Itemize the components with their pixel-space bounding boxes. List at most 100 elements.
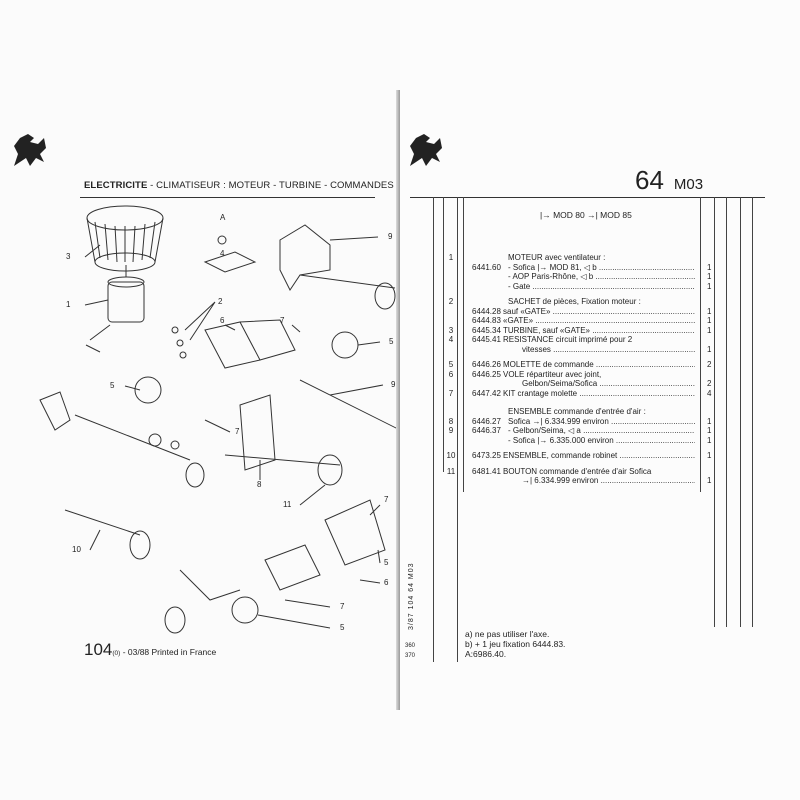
table-column-3 bbox=[740, 197, 741, 627]
callout-4: 4 bbox=[220, 249, 225, 258]
margin-rule bbox=[433, 197, 434, 662]
note-a: a) ne pas utiliser l'axe. bbox=[465, 629, 550, 639]
part-reference: 6446.25 bbox=[472, 369, 501, 379]
turbine-drawing bbox=[86, 205, 164, 272]
exploded-parts-diagram bbox=[39, 205, 400, 634]
divider bbox=[410, 197, 765, 198]
divider bbox=[80, 197, 375, 198]
table-border-left bbox=[443, 197, 444, 472]
callout-7b: 7 bbox=[235, 427, 240, 436]
part-description: BOUTON commande d'entrée d'air Sofica bbox=[503, 466, 652, 476]
part-reference: 6444.28 bbox=[472, 306, 501, 316]
part-quantity: 1 bbox=[707, 316, 712, 325]
part-description: - Sofica |→ MOD 81, ◁ b bbox=[508, 263, 695, 273]
part-reference: 6444.83 bbox=[472, 316, 501, 325]
item-number: 3 bbox=[448, 325, 454, 335]
table-row: →| 6.334.999 environ1 bbox=[440, 476, 715, 486]
part-description: Sofica →| 6.334.999 environ bbox=[508, 417, 695, 427]
page-footer: 104(0) - 03/88 Printed in France bbox=[84, 640, 216, 660]
callout-2: 2 bbox=[218, 297, 223, 306]
item-number: 1 bbox=[448, 253, 454, 262]
part-description: VOLE répartiteur avec joint, bbox=[503, 369, 602, 379]
motor-drawing bbox=[85, 265, 145, 353]
note-ref: A:6986.40. bbox=[465, 649, 507, 659]
part-reference: 6445.34 bbox=[472, 325, 501, 335]
part-description: - AOP Paris-Rhône, ◁ b bbox=[508, 272, 695, 282]
title-section: ELECTRICITE bbox=[84, 180, 148, 191]
callout-5d: 5 bbox=[340, 623, 345, 632]
part-reference: 6446.26 bbox=[472, 360, 501, 369]
table-column-1 bbox=[714, 197, 715, 627]
callout-6b: 6 bbox=[384, 578, 389, 587]
item-number: 5 bbox=[448, 360, 454, 369]
section-number: 64 bbox=[635, 165, 664, 195]
table-row: - Sofica |→ 6.335.000 environ 1 bbox=[440, 436, 715, 446]
part-quantity: 1 bbox=[707, 281, 712, 291]
part-description: Gelbon/Seima/Sofica bbox=[522, 379, 695, 389]
callout-10: 10 bbox=[72, 545, 81, 554]
part-quantity: 1 bbox=[707, 435, 712, 445]
table-border-ref bbox=[463, 197, 464, 492]
part-description: vitesses bbox=[522, 345, 695, 355]
part-reference: 6473.25 bbox=[472, 451, 501, 460]
callout-6: 6 bbox=[220, 316, 225, 325]
margin-reference: 3/87 104 64 M03 bbox=[408, 562, 415, 630]
part-description: MOLETTE de commande bbox=[503, 360, 695, 370]
part-description: ENSEMBLE, commande robinet bbox=[503, 451, 695, 461]
callout-7: 7 bbox=[280, 316, 285, 325]
part-quantity: 1 bbox=[707, 416, 712, 426]
part-quantity: 4 bbox=[707, 388, 712, 398]
part-quantity: 1 bbox=[707, 262, 712, 272]
callout-5: 5 bbox=[389, 337, 394, 346]
item-number: 10 bbox=[446, 451, 456, 460]
left-page: ELECTRICITE - CLIMATISEUR : MOTEUR - TUR… bbox=[14, 134, 400, 660]
callout-5b: 5 bbox=[110, 381, 115, 390]
section-code: 64 M03 bbox=[635, 165, 703, 196]
callout-11: 11 bbox=[283, 500, 292, 509]
callout-1: 1 bbox=[66, 300, 71, 309]
table-row: 6441.60- Sofica |→ MOD 81, ◁ b1 bbox=[440, 263, 715, 273]
table-column-4 bbox=[752, 197, 753, 627]
part-description: RESISTANCE circuit imprimé pour 2 bbox=[503, 335, 633, 344]
item-number: 11 bbox=[446, 466, 456, 476]
part-description: KIT crantage molette bbox=[503, 389, 695, 399]
page-revision: (0) bbox=[112, 650, 121, 657]
part-reference: 6446.27 bbox=[472, 416, 501, 426]
item-number: 4 bbox=[448, 335, 454, 344]
margin-code-370: 370 bbox=[405, 653, 416, 659]
callout-7c: 7 bbox=[384, 495, 389, 504]
callout-7d: 7 bbox=[340, 602, 345, 611]
part-quantity: 1 bbox=[707, 476, 712, 485]
callout-A: A bbox=[220, 213, 226, 222]
note-b: b) + 1 jeu fixation 6444.83. bbox=[465, 639, 566, 649]
part-reference: 6447.42 bbox=[472, 388, 501, 398]
page-title: ELECTRICITE - CLIMATISEUR : MOTEUR - TUR… bbox=[84, 180, 394, 191]
part-quantity: 1 bbox=[707, 325, 712, 335]
table-border-num bbox=[457, 197, 458, 662]
table-row: Gelbon/Seima/Sofica2 bbox=[440, 379, 715, 389]
part-reference: 6445.41 bbox=[472, 335, 501, 344]
part-description: TURBINE, sauf «GATE» bbox=[503, 326, 695, 336]
page-number: 104 bbox=[84, 640, 113, 659]
part-quantity: 1 bbox=[707, 272, 712, 281]
item-number: 2 bbox=[448, 297, 454, 306]
subsection-code: M03 bbox=[673, 176, 704, 193]
footnotes: a) ne pas utiliser l'axe. b) + 1 jeu fix… bbox=[465, 629, 565, 659]
part-description: - Sofica |→ 6.335.000 environ bbox=[508, 436, 695, 446]
part-description: ENSEMBLE commande d'entrée d'air : bbox=[508, 407, 646, 416]
item-number: 9 bbox=[448, 426, 454, 435]
lion-logo-icon bbox=[14, 134, 46, 166]
